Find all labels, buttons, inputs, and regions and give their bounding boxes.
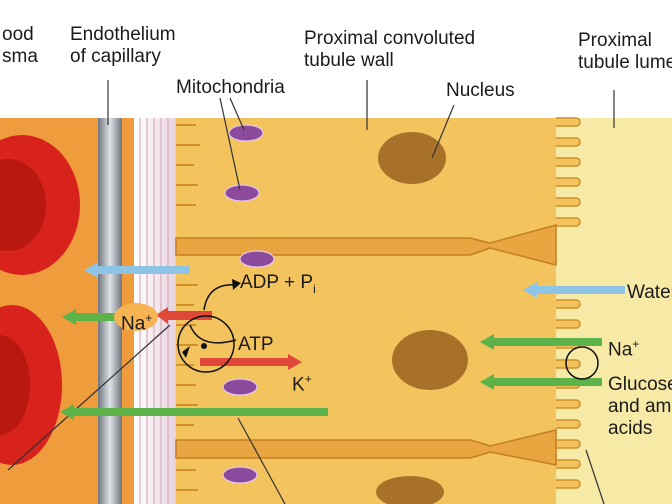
water-label: Water <box>627 282 672 303</box>
sodium-arrow-left <box>62 309 124 325</box>
adp-subscript: i <box>313 281 316 296</box>
pump-center <box>201 343 207 349</box>
nucleus-label: Nucleus <box>446 80 515 101</box>
tubule-wall-label: Proximal convoluted tubule wall <box>304 28 476 71</box>
cotransport-circle <box>565 346 599 380</box>
mitochondrion-3 <box>239 250 275 268</box>
atp-label: ATP <box>238 334 274 355</box>
mitochondrion-2 <box>224 184 260 202</box>
glucose-arrow-right <box>480 374 602 390</box>
label-band <box>0 0 672 118</box>
nucleus-lower <box>392 330 468 390</box>
red-blood-cell-upper <box>0 135 80 275</box>
mitochondrion-4 <box>222 378 258 396</box>
basal-infoldings <box>176 124 200 491</box>
red-blood-cell-lower <box>0 305 62 465</box>
endothelium-label: Endothelium of capillary <box>70 24 176 67</box>
sodium-right-label: Na+ <box>608 337 640 361</box>
water-arrow-right <box>523 282 625 298</box>
blood-plasma-label: ood sma <box>2 24 38 67</box>
mitochondrion-5 <box>222 466 258 484</box>
potassium-arrow <box>200 354 302 370</box>
sodium-pump-arrow <box>156 307 212 324</box>
sodium-bubble <box>114 303 158 331</box>
pump-arrow-head-2 <box>182 346 190 358</box>
label-pointers <box>7 80 615 504</box>
mitochondrion-1 <box>228 124 264 142</box>
adp-label: ADP + Pi <box>240 272 316 296</box>
glucose-arrow-left <box>60 404 328 420</box>
cell-junction-lower <box>175 429 557 466</box>
mitochondria-label: Mitochondria <box>176 77 285 98</box>
tubule-lumen-label: Proximal tubule lume <box>578 30 672 73</box>
sodium-arrow-right <box>480 334 602 350</box>
sodium-left-label: Na+ <box>121 311 153 335</box>
nucleus-upper <box>378 132 446 184</box>
brush-border <box>556 117 581 489</box>
pump-arrow-head <box>232 279 241 290</box>
potassium-sup: + <box>304 372 312 386</box>
sodium-left-sup: + <box>145 311 153 325</box>
sodium-right-sup: + <box>632 337 640 351</box>
nucleus-bottom <box>376 476 444 504</box>
glucose-label: Glucose and ami acids <box>608 374 672 439</box>
potassium-label: K+ <box>292 372 312 396</box>
water-arrow-left <box>84 262 190 278</box>
